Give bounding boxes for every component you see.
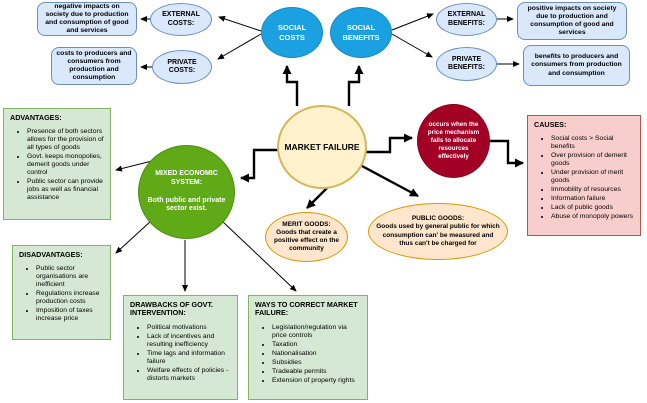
list-item: Social costs > Social benefits bbox=[551, 135, 636, 151]
note-positive-impacts: positive impacts on society due to produ… bbox=[517, 2, 627, 40]
list-item: Lack of public goods bbox=[551, 204, 636, 212]
social-benefits-label: SOCIAL BENEFITS bbox=[342, 23, 380, 42]
list-item: Subsidies bbox=[272, 359, 363, 367]
note-benefits-producers-text: benefits to producers and consumers from… bbox=[531, 53, 622, 77]
list-item: Welfare effects of policies - distorts m… bbox=[147, 367, 233, 383]
note-costs-producers: costs to producers and consumers from pr… bbox=[51, 47, 137, 85]
note-positive-impacts-text: positive impacts on society due to produ… bbox=[527, 4, 617, 37]
external-costs-label: EXTERNAL COSTS: bbox=[162, 11, 200, 27]
ways-list: Legislation/regulation via price control… bbox=[255, 324, 363, 385]
definition-text: occurs when the price mechanism fails to… bbox=[427, 121, 480, 160]
arrow-social-costs-to-private-costs bbox=[217, 33, 262, 60]
arrow-mixed-to-disadvantages bbox=[115, 220, 152, 254]
causes-list: Social costs > Social benefitsOver provi… bbox=[534, 135, 636, 221]
arrow-social-benefits-to-external-benefits bbox=[391, 13, 434, 31]
social-costs-label: SOCIAL COSTS bbox=[277, 23, 307, 42]
arrow-mixed-to-ways bbox=[221, 220, 297, 292]
private-costs-label: PRIVATE COSTS: bbox=[167, 58, 197, 74]
advantages-box: ADVANTAGES: Presence of both sectors all… bbox=[3, 108, 111, 220]
disadvantages-box: DISADVANTAGES: Public sector organisatio… bbox=[12, 245, 111, 340]
arrow-definition-to-causes bbox=[489, 139, 524, 168]
public-goods-title: PUBLIC GOODS: bbox=[411, 215, 465, 223]
causes-title: CAUSES: bbox=[534, 120, 567, 129]
mixed-system-title: MIXED ECONOMIC SYSTEM: bbox=[155, 170, 218, 186]
list-item: Public sector organisations are ineffici… bbox=[36, 265, 106, 289]
advantages-list: Presence of both sectors allows for the … bbox=[10, 128, 106, 202]
circle-mixed-system: MIXED ECONOMIC SYSTEM: Both public and p… bbox=[138, 145, 235, 239]
list-item: Information failure bbox=[551, 195, 636, 203]
circle-market-failure: MARKET FAILURE bbox=[277, 105, 367, 189]
list-item: Under provision of merit goods bbox=[551, 169, 636, 185]
causes-box: CAUSES: Social costs > Social benefitsOv… bbox=[527, 115, 641, 236]
arrow-market-failure-to-mixed-system bbox=[240, 148, 278, 183]
list-item: Extension of property rights bbox=[272, 377, 363, 385]
disadvantages-title: DISADVANTAGES: bbox=[19, 250, 83, 259]
advantages-title: ADVANTAGES: bbox=[10, 113, 62, 122]
list-item: Over provision of demerit goods bbox=[551, 152, 636, 168]
note-negative-impacts-text: negative impacts on society due to produ… bbox=[45, 2, 129, 35]
arrow-market-failure-to-social-benefits bbox=[347, 65, 364, 106]
list-item: Legislation/regulation via price control… bbox=[272, 324, 363, 340]
private-benefits-label: PRIVATE BENEFITS: bbox=[448, 55, 485, 71]
note-costs-producers-text: costs to producers and consumers from pr… bbox=[56, 49, 132, 82]
list-item: Presence of both sectors allows for the … bbox=[27, 128, 106, 152]
arrow-market-failure-to-social-costs bbox=[282, 65, 299, 106]
list-item: Political motivations bbox=[147, 324, 233, 332]
list-item: Tradeable permits bbox=[272, 368, 363, 376]
disadvantages-list: Public sector organisations are ineffici… bbox=[19, 265, 106, 323]
circle-social-benefits: SOCIAL BENEFITS bbox=[330, 7, 392, 58]
merit-goods-title: MERIT GOODS: bbox=[282, 220, 331, 228]
arrow-social-costs-to-external-costs bbox=[218, 16, 262, 32]
list-item: Govt. keeps monopolies, demerit goods un… bbox=[27, 153, 106, 177]
ellipse-private-benefits: PRIVATE BENEFITS: bbox=[436, 47, 497, 81]
arrow-market-failure-to-definition bbox=[366, 133, 413, 154]
list-item: Abuse of monopoly powers bbox=[551, 213, 636, 221]
drawbacks-list: Political motivationsLack of incentives … bbox=[130, 324, 233, 383]
ellipse-merit-goods: MERIT GOODS: Goods that create a positiv… bbox=[265, 212, 348, 262]
market-failure-label: MARKET FAILURE bbox=[284, 142, 360, 152]
external-benefits-label: EXTERNAL BENEFITS: bbox=[447, 11, 486, 27]
list-item: Imposition of taxes increase price bbox=[36, 307, 106, 323]
arrow-market-failure-to-public-goods bbox=[361, 164, 419, 198]
drawbacks-box: DRAWBACKS OF GOVT. INTERVENTION: Politic… bbox=[123, 295, 238, 400]
note-negative-impacts: negative impacts on society due to produ… bbox=[37, 2, 137, 36]
arrow-social-benefits-to-private-benefits bbox=[391, 33, 433, 58]
note-benefits-producers: benefits to producers and consumers from… bbox=[523, 45, 630, 86]
list-item: Lack of incentives and resulting ineffic… bbox=[147, 333, 233, 349]
list-item: Public sector can provide jobs as well a… bbox=[27, 178, 106, 202]
public-goods-body: Goods used by general public for which c… bbox=[376, 223, 500, 247]
list-item: Immobility of resources bbox=[551, 186, 636, 194]
merit-goods-body: Goods that create a positive effect on t… bbox=[273, 228, 339, 253]
drawbacks-title: DRAWBACKS OF GOVT. INTERVENTION: bbox=[130, 300, 214, 318]
ellipse-private-costs: PRIVATE COSTS: bbox=[152, 50, 212, 84]
list-item: Taxation bbox=[272, 341, 363, 349]
ellipse-public-goods: PUBLIC GOODS: Goods used by general publ… bbox=[368, 203, 508, 260]
arrow-mixed-to-advantages bbox=[115, 160, 153, 172]
list-item: Regulations increase production costs bbox=[36, 290, 106, 306]
list-item: Time lags and information failure bbox=[147, 350, 233, 366]
circle-definition: occurs when the price mechanism fails to… bbox=[417, 104, 490, 178]
ellipse-external-benefits: EXTERNAL BENEFITS: bbox=[436, 3, 497, 36]
ways-box: WAYS TO CORRECT MARKET FAILURE: Legislat… bbox=[248, 295, 368, 400]
ways-title: WAYS TO CORRECT MARKET FAILURE: bbox=[255, 300, 358, 318]
circle-social-costs: SOCIAL COSTS bbox=[261, 7, 323, 58]
ellipse-external-costs: EXTERNAL COSTS: bbox=[150, 3, 212, 36]
mixed-system-body: Both public and private sector exist. bbox=[147, 196, 226, 213]
list-item: Nationalisation bbox=[272, 350, 363, 358]
